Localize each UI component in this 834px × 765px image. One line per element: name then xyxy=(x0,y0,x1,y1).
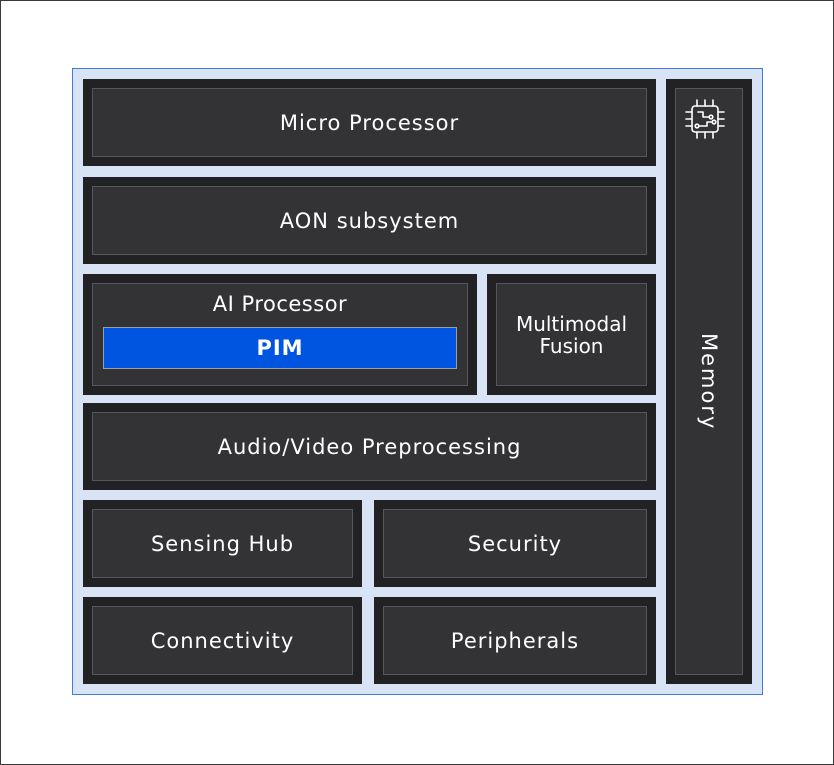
soc-container: Micro Processor AON subsystem AI Process… xyxy=(72,68,763,695)
memory-label: Memory xyxy=(697,332,721,431)
ai-processor-inner: AI Processor PIM xyxy=(92,283,468,386)
multimodal-fusion-block: Multimodal Fusion xyxy=(487,274,656,395)
memory-block: Memory xyxy=(666,79,752,684)
peripherals-block: Peripherals xyxy=(374,597,656,684)
memory-inner: Memory xyxy=(675,88,743,675)
pim-block: PIM xyxy=(103,327,457,369)
audio-video-preprocessing-label: Audio/Video Preprocessing xyxy=(92,412,647,481)
security-block: Security xyxy=(374,500,656,587)
chip-circuit-icon xyxy=(685,99,725,139)
multimodal-fusion-line2: Fusion xyxy=(539,333,604,358)
peripherals-label: Peripherals xyxy=(383,606,647,675)
multimodal-fusion-label: Multimodal Fusion xyxy=(516,313,627,357)
ai-processor-block: AI Processor PIM xyxy=(83,274,477,395)
ai-processor-label: AI Processor xyxy=(212,292,348,316)
multimodal-fusion-inner: Multimodal Fusion xyxy=(496,283,647,386)
micro-processor-label: Micro Processor xyxy=(92,88,647,157)
multimodal-fusion-line1: Multimodal xyxy=(515,311,628,336)
security-label: Security xyxy=(383,509,647,578)
micro-processor-block: Micro Processor xyxy=(83,79,656,166)
aon-subsystem-label: AON subsystem xyxy=(92,186,647,255)
aon-subsystem-block: AON subsystem xyxy=(83,177,656,264)
sensing-hub-block: Sensing Hub xyxy=(83,500,362,587)
audio-video-preprocessing-block: Audio/Video Preprocessing xyxy=(83,403,656,490)
connectivity-label: Connectivity xyxy=(92,606,353,675)
sensing-hub-label: Sensing Hub xyxy=(92,509,353,578)
connectivity-block: Connectivity xyxy=(83,597,362,684)
